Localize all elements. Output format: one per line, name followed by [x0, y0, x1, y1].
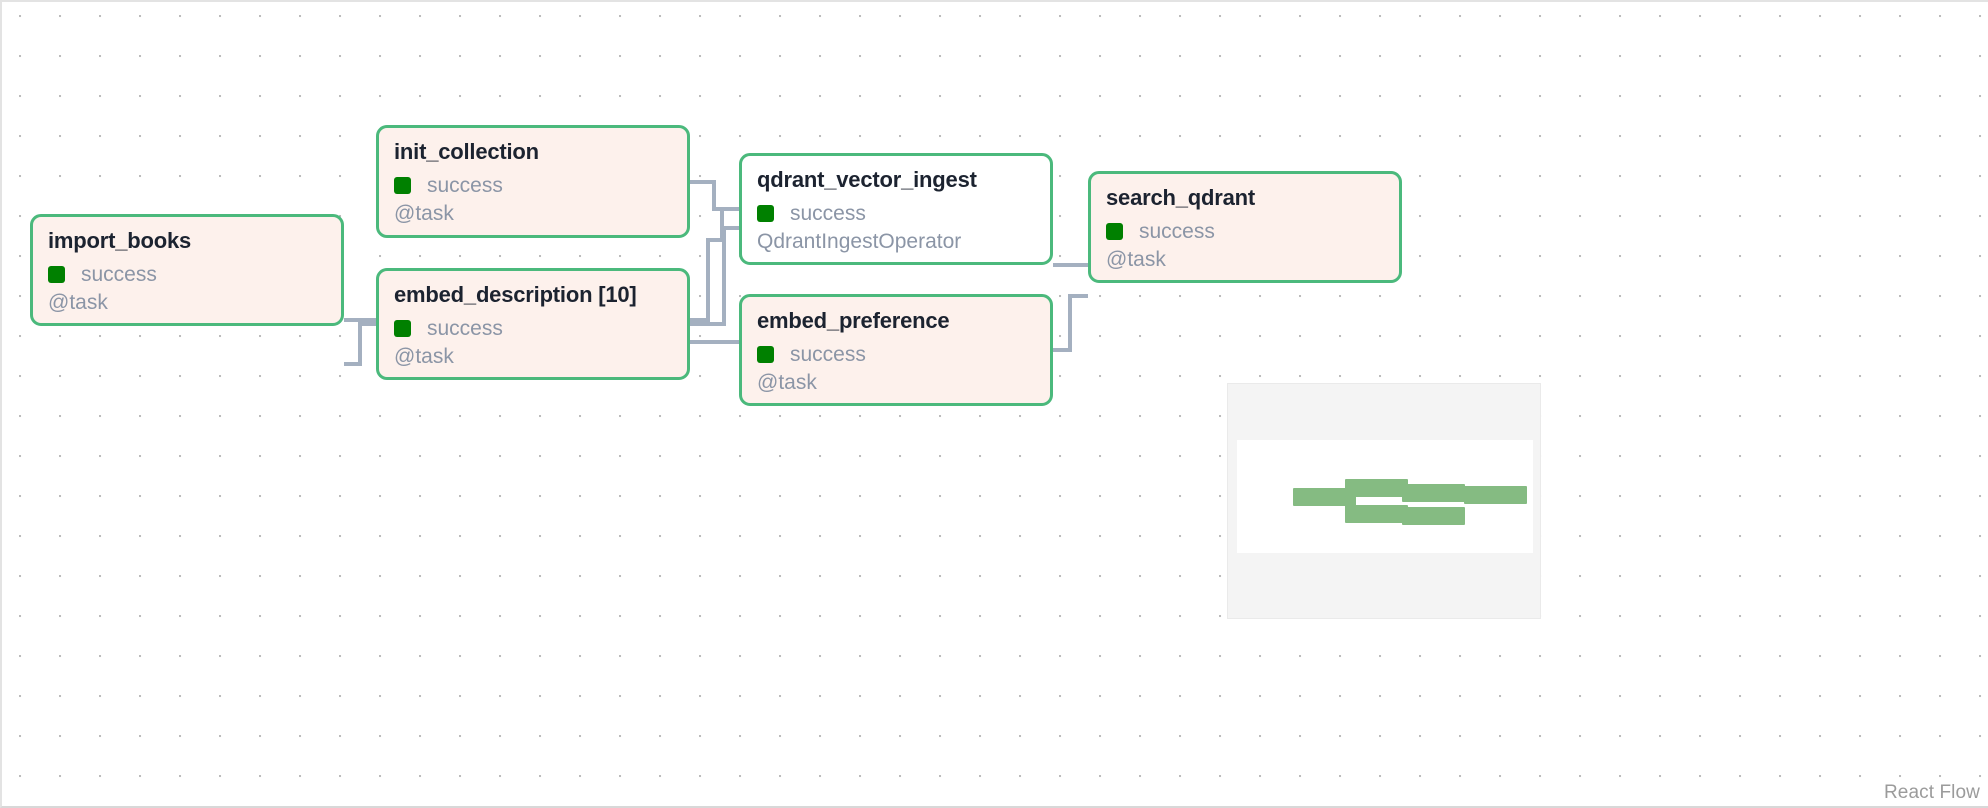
node-kind-label: @task: [757, 371, 817, 395]
node-status-row: success: [48, 262, 326, 286]
node-kind-label: @task: [394, 202, 454, 226]
node-status-row: success: [394, 173, 672, 197]
minimap-node-embed_preference[interactable]: [1402, 507, 1465, 525]
minimap-node-embed_description[interactable]: [1345, 505, 1408, 523]
status-success-icon: [48, 265, 65, 283]
edge-import_books-to-embed_description[interactable]: [344, 322, 376, 366]
node-status-label: success: [81, 262, 157, 286]
node-title: qdrant_vector_ingest: [757, 167, 977, 192]
react-flow-attribution[interactable]: React Flow: [1883, 782, 1980, 803]
minimap-node-qdrant_vector_ingest[interactable]: [1402, 484, 1465, 502]
minimap-node-import_books[interactable]: [1293, 488, 1356, 506]
node-status-label: success: [427, 316, 503, 340]
minimap-node-search_qdrant[interactable]: [1464, 486, 1527, 504]
node-kind-label: @task: [1106, 248, 1166, 272]
node-kind-label: @task: [394, 345, 454, 369]
node-kind-label: QdrantIngestOperator: [757, 230, 962, 254]
node-title: embed_description [10]: [394, 282, 637, 307]
node-status-row: success: [1106, 219, 1384, 243]
node-status-label: success: [427, 173, 503, 197]
node-status-row: success: [394, 316, 672, 340]
status-success-icon: [394, 176, 411, 194]
status-success-icon: [757, 345, 774, 363]
node-status-label: success: [790, 201, 866, 225]
edge-init_collection-to-qdrant_vector_ingest[interactable]: [690, 180, 739, 211]
node-status-label: success: [1139, 219, 1215, 243]
node-status-label: success: [790, 342, 866, 366]
edge-embed_preference-to-search_qdrant[interactable]: [1053, 294, 1088, 352]
node-title: init_collection: [394, 139, 539, 164]
minimap-node-init_collection[interactable]: [1345, 479, 1408, 497]
status-success-icon: [1106, 222, 1123, 240]
node-title: search_qdrant: [1106, 185, 1256, 210]
status-success-icon: [394, 319, 411, 337]
node-kind-label: @task: [48, 291, 108, 315]
node-status-row: success: [757, 201, 1035, 225]
edge-embed_description-to-qdrant_vector_ingest[interactable]: [690, 226, 739, 326]
node-status-row: success: [757, 342, 1035, 366]
node-title: embed_preference: [757, 308, 950, 333]
graph-node-embed_description[interactable]: embed_description [10] success @task: [376, 268, 690, 380]
status-success-icon: [757, 204, 774, 222]
node-title: import_books: [48, 228, 192, 253]
minimap-panel[interactable]: [1227, 383, 1541, 619]
